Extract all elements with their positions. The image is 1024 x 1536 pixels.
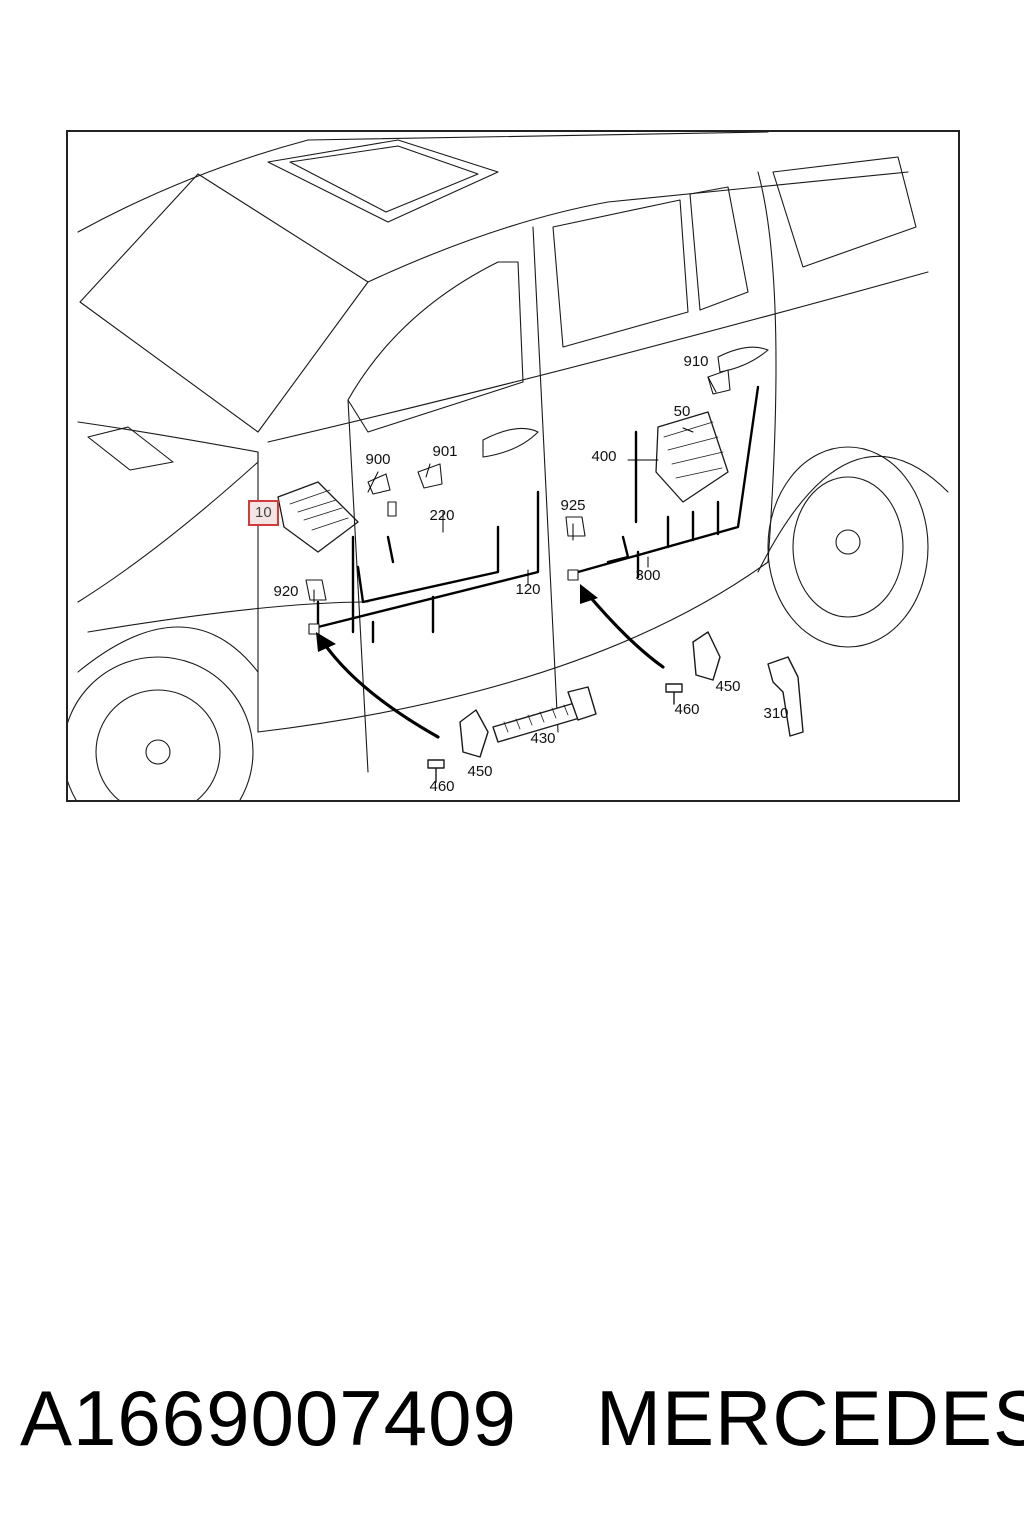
front-door-window <box>347 261 524 433</box>
rear-rim <box>792 476 904 618</box>
parts-diagram: 10 900 901 220 920 120 910 50 400 925 30… <box>66 130 960 802</box>
connector-901 <box>387 501 397 517</box>
clip-920 <box>305 579 327 601</box>
callout-900[interactable]: 900 <box>365 451 391 468</box>
b-pillar <box>532 226 559 733</box>
roof-outline <box>77 132 769 233</box>
front-rim <box>95 689 221 800</box>
hood-vent <box>87 426 174 471</box>
control-unit-rear <box>655 411 729 503</box>
front-door-harness <box>316 490 540 644</box>
clip-910 <box>707 369 731 395</box>
callout-920[interactable]: 920 <box>273 583 299 600</box>
hood <box>77 421 259 603</box>
leader-lines <box>313 376 717 603</box>
clip-900 <box>367 473 391 495</box>
tube-flange <box>567 686 597 721</box>
rear-hub <box>835 529 861 555</box>
windshield <box>79 173 369 433</box>
sunroof <box>267 139 499 223</box>
callout-430[interactable]: 430 <box>530 730 556 747</box>
rear-door-harness <box>576 385 760 579</box>
front-door-edge <box>347 399 369 773</box>
clip-901 <box>417 463 443 489</box>
front-hub <box>145 739 171 765</box>
lower-body <box>87 601 369 633</box>
rear-wheel-arch <box>757 455 949 573</box>
footer: A1669007409 MERCEDES <box>0 1370 1024 1470</box>
callout-450-rear[interactable]: 450 <box>715 678 741 695</box>
callout-910[interactable]: 910 <box>683 353 709 370</box>
callout-460-rear[interactable]: 460 <box>674 701 700 718</box>
connector-925 <box>567 569 579 581</box>
callout-120[interactable]: 120 <box>515 581 541 598</box>
front-tire <box>68 656 254 800</box>
callout-450-front[interactable]: 450 <box>467 763 493 780</box>
rear-door-handle <box>717 346 769 373</box>
callout-220[interactable]: 220 <box>429 507 455 524</box>
grommet-450-front <box>459 709 489 758</box>
callout-10[interactable]: 10 <box>248 500 279 526</box>
front-door-handle <box>482 427 539 458</box>
arrow-head-front <box>316 632 336 652</box>
callout-300[interactable]: 300 <box>635 567 661 584</box>
c-pillar <box>757 171 777 563</box>
arrow-head-rear <box>580 584 598 604</box>
beltline <box>267 271 929 443</box>
rear-glass <box>772 156 917 268</box>
elbow-connector-310 <box>767 656 804 737</box>
front-wheel-arch <box>77 626 259 673</box>
callout-460-front[interactable]: 460 <box>429 778 455 795</box>
vehicle-line-drawing <box>68 132 949 800</box>
part-number: A1669007409 <box>20 1374 517 1462</box>
quarter-window <box>689 186 749 311</box>
callout-50[interactable]: 50 <box>673 403 691 420</box>
callout-925[interactable]: 925 <box>560 497 586 514</box>
brand-name: MERCEDES <box>596 1374 1024 1462</box>
callout-400[interactable]: 400 <box>591 448 617 465</box>
bolt-460-rear <box>665 683 683 705</box>
rear-door-window <box>552 199 689 348</box>
bolt-460-front <box>427 759 445 783</box>
roof-rail <box>367 171 909 283</box>
sunroof-inner <box>289 145 479 213</box>
callout-310[interactable]: 310 <box>763 705 789 722</box>
control-unit-front <box>277 481 359 553</box>
grommet-450-rear <box>692 631 721 681</box>
clip-925 <box>565 516 586 537</box>
callout-901[interactable]: 901 <box>432 443 458 460</box>
sill <box>257 561 769 733</box>
connector-920 <box>308 623 320 635</box>
rear-tire <box>767 446 929 648</box>
install-arrows <box>321 590 665 739</box>
